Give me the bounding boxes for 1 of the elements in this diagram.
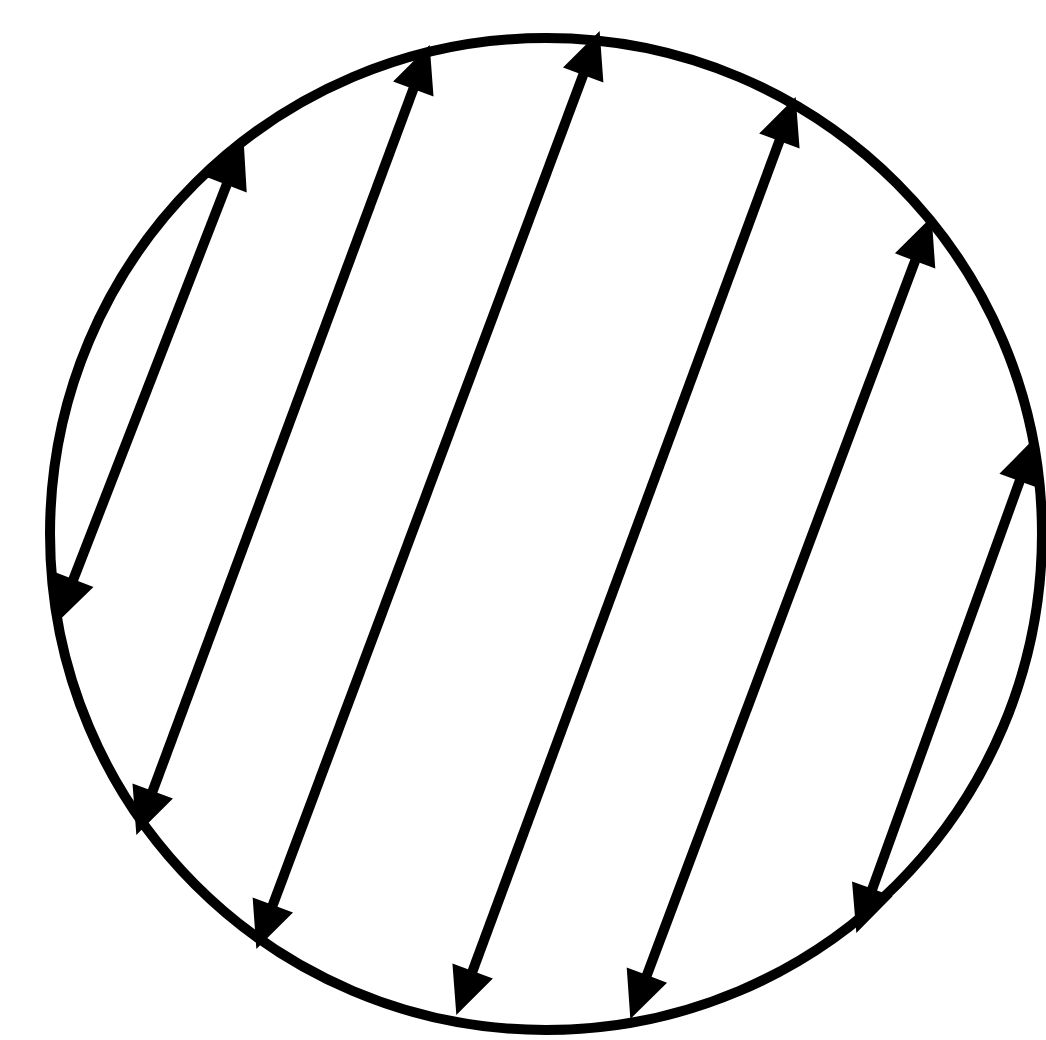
circle xyxy=(45,33,1046,1035)
